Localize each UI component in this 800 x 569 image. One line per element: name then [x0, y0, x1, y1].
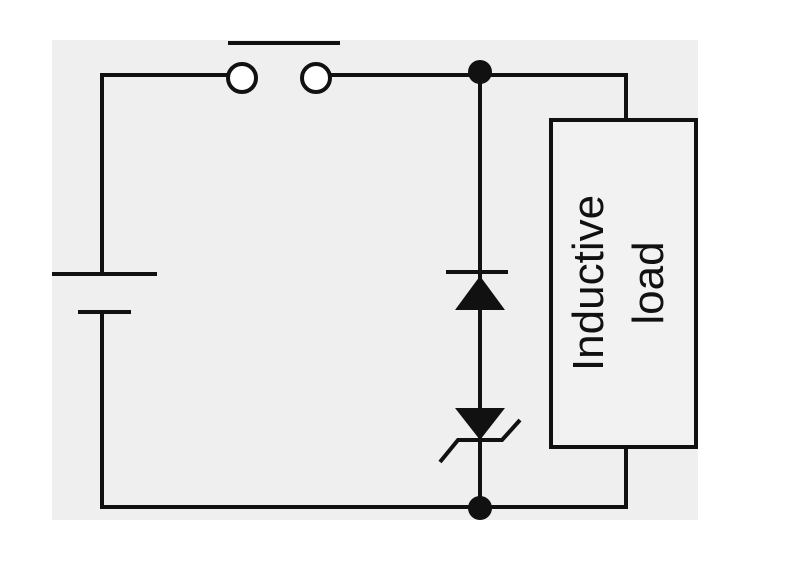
junction-dot-top [468, 60, 492, 84]
battery-icon [52, 75, 157, 507]
load-label-line2: load [624, 241, 673, 324]
load-label-line1: Inductive [564, 195, 613, 371]
diode-icon [446, 270, 508, 310]
switch-icon [226, 41, 340, 94]
inductive-load-box [549, 118, 698, 449]
zener-diode-icon [438, 408, 522, 464]
